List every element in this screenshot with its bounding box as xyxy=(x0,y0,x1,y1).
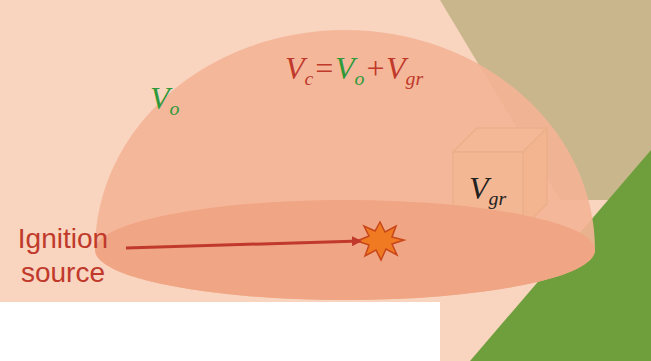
volume-equation: Vc=Vo+Vgr xyxy=(285,52,423,88)
volume-symbol: Vo xyxy=(150,82,179,118)
cube-label: Vgr xyxy=(469,172,506,208)
dome-base xyxy=(95,200,595,300)
white-panel xyxy=(0,302,440,361)
volume-dome: Vgr Vc=Vo+VgrVo xyxy=(95,30,595,300)
dome-outline xyxy=(95,30,595,300)
leader-arrow xyxy=(126,241,360,248)
ignition-starburst xyxy=(357,222,404,260)
callout-label: Ignition source xyxy=(2,222,124,289)
